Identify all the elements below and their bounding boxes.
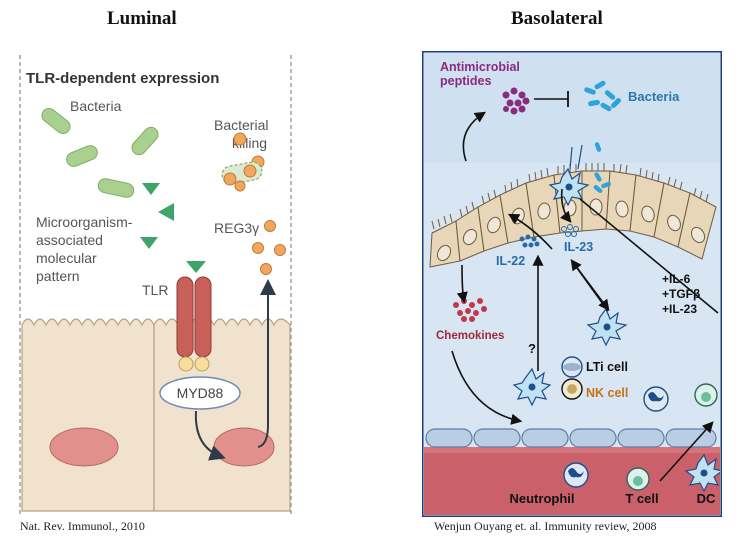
tlr-receptor bbox=[176, 276, 212, 372]
small-dc bbox=[512, 367, 552, 407]
svg-text:Bacterial: Bacterial bbox=[214, 117, 268, 133]
antimicrobial-label: Antimicrobial peptides bbox=[440, 60, 520, 88]
bacterium bbox=[66, 145, 98, 167]
nk-cell-label: NK cell bbox=[586, 386, 628, 400]
mamp-triangle bbox=[158, 203, 174, 221]
bacterial-killing-icon bbox=[221, 132, 265, 192]
il22-label: IL-22 bbox=[496, 254, 525, 268]
svg-text:Microorganism-: Microorganism- bbox=[36, 214, 133, 230]
bacteria-cluster bbox=[584, 80, 621, 112]
basolateral-diagram: Antimicrobial peptides Bacteria bbox=[422, 51, 722, 517]
chemokines-label: Chemokines bbox=[436, 330, 504, 342]
microvilli bbox=[431, 163, 709, 230]
reg3-dots bbox=[252, 220, 286, 275]
mamp-triangles bbox=[140, 183, 174, 249]
mamp-triangle bbox=[140, 237, 158, 249]
lamina-t-cell bbox=[694, 383, 718, 407]
myd88-label: MYD88 bbox=[177, 385, 224, 401]
signal-arrows bbox=[451, 111, 719, 482]
svg-text:associated: associated bbox=[36, 232, 103, 248]
tlr-expression-title: TLR-dependent expression bbox=[26, 70, 219, 87]
blood-neutrophil bbox=[563, 462, 589, 488]
nucleus bbox=[49, 427, 119, 467]
svg-text:peptides: peptides bbox=[440, 74, 491, 88]
nucleus bbox=[213, 427, 275, 467]
bacteria-label: Bacteria bbox=[70, 98, 122, 114]
luminal-diagram: TLR-dependent expression Bacteria Microo… bbox=[18, 55, 294, 515]
bacterium bbox=[97, 178, 135, 198]
bacterium bbox=[131, 126, 159, 156]
epithelial-dc bbox=[548, 144, 590, 207]
mamp-triangle bbox=[142, 183, 160, 195]
lti-cell bbox=[561, 356, 583, 378]
blood-t-cell bbox=[626, 467, 650, 491]
lamina-dc bbox=[586, 307, 628, 347]
neutrophil-label: Neutrophil bbox=[510, 491, 575, 506]
epithelial-cells bbox=[21, 318, 291, 512]
nk-cell bbox=[561, 378, 583, 400]
lti-cell-label: LTi cell bbox=[586, 360, 628, 374]
dc-label: DC bbox=[697, 491, 716, 506]
lamina-neutrophil bbox=[643, 386, 669, 412]
invading-bacteria bbox=[593, 142, 611, 193]
il23-cluster bbox=[561, 224, 579, 237]
bacteria-rods bbox=[41, 107, 159, 198]
nucleus-to-reg3-arrow bbox=[257, 279, 276, 448]
t-cell-label: T cell bbox=[625, 491, 658, 506]
blood-dc bbox=[684, 453, 720, 493]
myd88-to-nucleus-arrow bbox=[194, 410, 226, 461]
svg-text:molecular: molecular bbox=[36, 250, 97, 266]
myd88-oval bbox=[159, 376, 241, 410]
reg3-label: REG3γ bbox=[214, 220, 259, 236]
il23-label: IL-23 bbox=[564, 240, 593, 254]
bacterium bbox=[41, 107, 71, 135]
bacteria-label: Bacteria bbox=[628, 89, 680, 104]
left-citation: Nat. Rev. Immunol., 2010 bbox=[20, 519, 145, 533]
antimicrobial-peptide-cluster bbox=[502, 87, 530, 115]
basolateral-heading: Basolateral bbox=[511, 8, 603, 29]
tlr-label: TLR bbox=[142, 282, 168, 298]
tlr-ligand-triangle bbox=[186, 261, 206, 273]
luminal-heading: Luminal bbox=[107, 8, 177, 29]
mamp-label: Microorganism- associated molecular patt… bbox=[36, 214, 133, 284]
svg-text:pattern: pattern bbox=[36, 268, 80, 284]
endothelial-cells bbox=[425, 428, 717, 448]
il22-cluster bbox=[519, 234, 540, 248]
svg-text:+IL-23: +IL-23 bbox=[662, 302, 697, 316]
question-mark: ? bbox=[528, 341, 536, 356]
svg-text:Antimicrobial: Antimicrobial bbox=[440, 60, 520, 74]
right-citation: Wenjun Ouyang et. al. Immunity review, 2… bbox=[434, 519, 657, 533]
